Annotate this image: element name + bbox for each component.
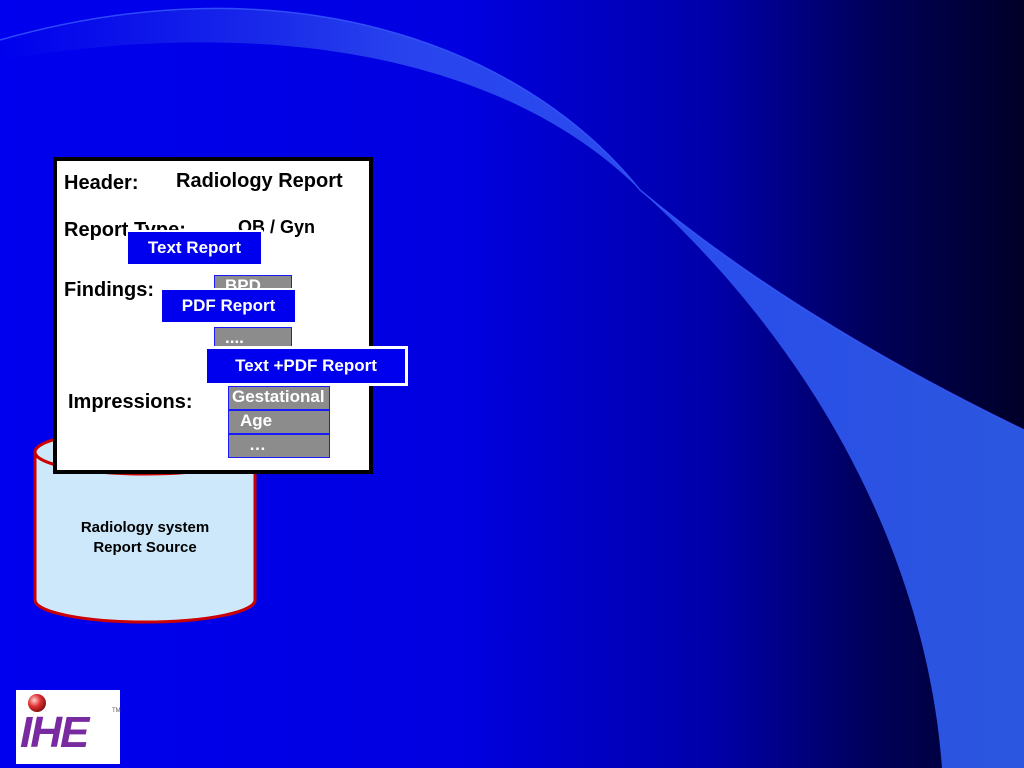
source-label-line1: Radiology system — [80, 519, 210, 536]
logo-trademark: TM — [112, 708, 121, 714]
impressions-cell-gestational: Gestational — [228, 386, 330, 410]
impressions-label: Impressions: — [68, 391, 193, 413]
ihe-logo: IHE TM — [16, 690, 121, 764]
logo-sphere-icon — [28, 694, 46, 712]
impressions-cell-age: Age — [228, 410, 330, 434]
impressions-cell-more: … — [228, 434, 330, 458]
pdf-report-tag: PDF Report — [160, 288, 297, 324]
header-value: Radiology Report — [176, 170, 343, 192]
text-report-tag: Text Report — [126, 230, 263, 266]
text-pdf-report-tag: Text +PDF Report — [204, 346, 408, 386]
source-label-line2: Report Source — [93, 539, 197, 556]
logo-text: IHE — [20, 708, 89, 757]
findings-label: Findings: — [64, 279, 154, 301]
header-label: Header: — [64, 172, 139, 194]
